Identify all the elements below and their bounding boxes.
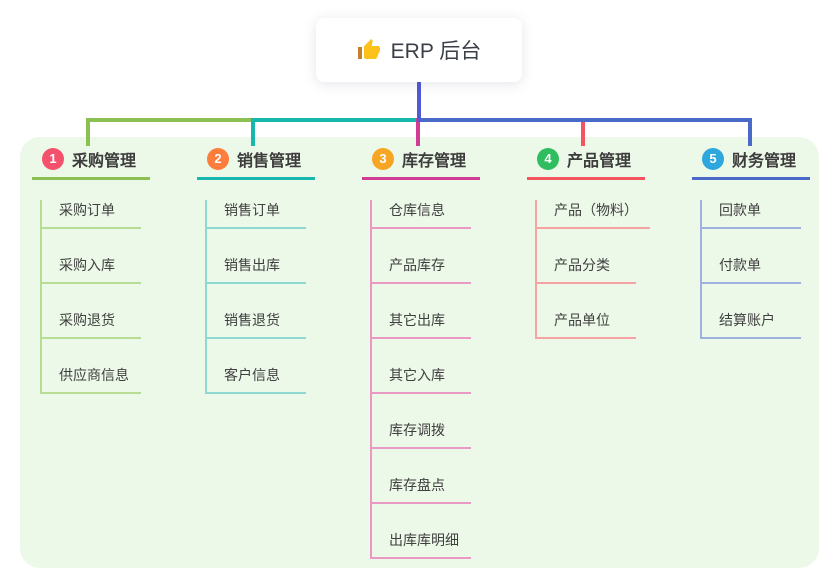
branch-title[interactable]: 1 采购管理 xyxy=(32,147,150,180)
branch-title-label: 销售管理 xyxy=(237,153,302,170)
branch-item-list: 仓库信息产品库存其它出库其它入库库存调拨库存盘点出库库明细 xyxy=(370,200,480,559)
branch-title-label: 产品管理 xyxy=(567,153,632,170)
branch-item-list: 产品（物料） 产品分类产品单位 xyxy=(535,200,650,339)
mindmap-item[interactable]: 产品单位 xyxy=(537,310,636,339)
content-panel xyxy=(20,137,819,568)
root-node[interactable]: ERP 后台 xyxy=(316,18,522,82)
mindmap-item[interactable]: 销售出库 xyxy=(207,255,306,284)
branch-column: 2 销售管理 销售订单销售出库销售退货客户信息 xyxy=(197,147,315,394)
mindmap-item[interactable]: 结算账户 xyxy=(702,310,801,339)
mindmap-item[interactable]: 产品库存 xyxy=(372,255,471,284)
mindmap-item[interactable]: 采购订单 xyxy=(42,200,141,229)
branch-title[interactable]: 3 库存管理 xyxy=(362,147,480,180)
branch-title-label: 采购管理 xyxy=(72,153,137,170)
mindmap-item[interactable]: 库存盘点 xyxy=(372,475,471,504)
branch-title-label: 财务管理 xyxy=(732,153,797,170)
thumbs-up-icon xyxy=(357,38,381,62)
branch-badge: 1 xyxy=(42,148,64,170)
mindmap-item[interactable]: 采购退货 xyxy=(42,310,141,339)
root-node-label: ERP 后台 xyxy=(390,40,482,63)
mindmap-item[interactable]: 回款单 xyxy=(702,200,801,229)
mindmap-item[interactable]: 客户信息 xyxy=(207,365,306,394)
branch-column: 5 财务管理 回款单付款单结算账户 xyxy=(692,147,810,339)
branch-title[interactable]: 5 财务管理 xyxy=(692,147,810,180)
mindmap-item[interactable]: 供应商信息 xyxy=(42,365,141,394)
mindmap-item[interactable]: 产品分类 xyxy=(537,255,636,284)
branch-badge: 3 xyxy=(372,148,394,170)
branch-column: 4 产品管理 产品（物料） 产品分类产品单位 xyxy=(527,147,650,339)
branch-column: 1 采购管理 采购订单采购入库采购退货供应商信息 xyxy=(32,147,150,394)
branch-title-label: 库存管理 xyxy=(402,153,467,170)
branch-badge: 2 xyxy=(207,148,229,170)
branch-item-list: 回款单付款单结算账户 xyxy=(700,200,810,339)
mindmap-item[interactable]: 其它入库 xyxy=(372,365,471,394)
branch-item-list: 采购订单采购入库采购退货供应商信息 xyxy=(40,200,150,394)
mindmap-item[interactable]: 库存调拨 xyxy=(372,420,471,449)
mindmap-item[interactable]: 其它出库 xyxy=(372,310,471,339)
mindmap-item[interactable]: 出库库明细 xyxy=(372,530,471,559)
mindmap-item[interactable]: 仓库信息 xyxy=(372,200,471,229)
branch-badge: 5 xyxy=(702,148,724,170)
mindmap-item[interactable]: 产品（物料） xyxy=(537,200,650,229)
mindmap-item[interactable]: 销售退货 xyxy=(207,310,306,339)
branch-column: 3 库存管理 仓库信息产品库存其它出库其它入库库存调拨库存盘点出库库明细 xyxy=(362,147,480,559)
branch-badge: 4 xyxy=(537,148,559,170)
mindmap-item[interactable]: 付款单 xyxy=(702,255,801,284)
branch-title[interactable]: 4 产品管理 xyxy=(527,147,645,180)
mindmap-item[interactable]: 采购入库 xyxy=(42,255,141,284)
branch-item-list: 销售订单销售出库销售退货客户信息 xyxy=(205,200,315,394)
mindmap-item[interactable]: 销售订单 xyxy=(207,200,306,229)
branch-title[interactable]: 2 销售管理 xyxy=(197,147,315,180)
